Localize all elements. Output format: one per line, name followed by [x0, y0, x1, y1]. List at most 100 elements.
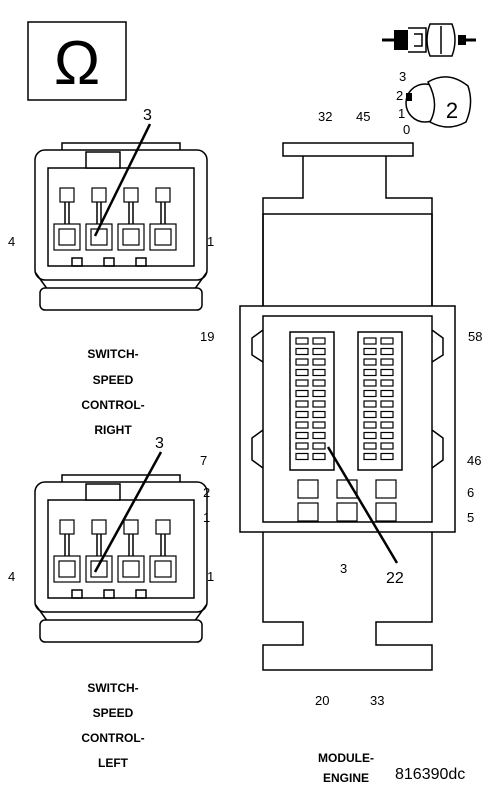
pin-latch — [59, 187, 75, 203]
pin-terminal — [154, 560, 172, 578]
module-pin-cavity — [380, 358, 394, 366]
pin-terminal — [90, 228, 108, 246]
module-pin-cavity — [312, 379, 326, 387]
connector-switch-speed-control-left — [34, 474, 208, 643]
module-pin-cavity — [312, 347, 326, 356]
module-pin-cavity — [380, 389, 394, 398]
module-pin-cavity — [312, 400, 326, 408]
module-pin-cavity — [312, 368, 326, 377]
pin-terminal — [58, 228, 76, 246]
module-pointer-label: 22 — [386, 570, 404, 587]
module-pin-6: 6 — [467, 485, 474, 500]
connector-left-pointer-label: 3 — [155, 435, 164, 452]
module-pin-cavity — [380, 337, 394, 345]
module-pin-cavity — [312, 442, 326, 450]
module-pin-cavity — [363, 421, 377, 429]
module-pin-cavity — [363, 431, 377, 440]
module-pointer — [326, 446, 399, 564]
pin-terminal — [122, 560, 140, 578]
module-pin-cavity — [363, 442, 377, 450]
module-pin-cavity — [363, 358, 377, 366]
ignition-key-icon: 3 2 1 0 2 — [396, 69, 472, 137]
module-pin-3: 3 — [340, 561, 347, 576]
svg-text:1: 1 — [398, 106, 405, 121]
caption-left-line-1: SWITCH- — [87, 681, 138, 695]
module-pin-cavity — [312, 421, 326, 429]
caption-right-line-4: RIGHT — [94, 423, 132, 437]
module-pin-cavity — [312, 358, 326, 366]
pin-latch — [155, 519, 171, 535]
module-pin-cavity — [295, 442, 309, 450]
module-pin-cavity — [363, 347, 377, 356]
module-pin-58: 58 — [468, 329, 482, 344]
module-pin-cavity — [295, 347, 309, 356]
module-pin-33: 33 — [370, 693, 384, 708]
pin-latch — [155, 187, 171, 203]
caption-module-line-2: ENGINE — [323, 771, 369, 785]
connector-icon — [382, 23, 476, 57]
module-pin-cavity — [295, 400, 309, 408]
pin-latch — [91, 519, 107, 535]
module-pin-cavity — [295, 337, 309, 345]
connector-left-pin-1: 1 — [207, 569, 214, 584]
pin-terminal — [122, 228, 140, 246]
module-pin-cavity — [380, 400, 394, 408]
module-pin-1: 1 — [203, 510, 210, 525]
caption-right-line-1: SWITCH- — [87, 347, 138, 361]
module-pin-cavity — [363, 452, 377, 461]
caption-left-line-2: SPEED — [93, 706, 134, 720]
module-pin-cavity — [295, 358, 309, 366]
pin-latch — [123, 187, 139, 203]
module-pin-cavity — [312, 452, 326, 461]
svg-text:0: 0 — [403, 122, 410, 137]
pin-terminal — [58, 560, 76, 578]
module-pin-cavity — [380, 379, 394, 387]
module-pin-20: 20 — [315, 693, 329, 708]
caption-right-line-2: SPEED — [93, 373, 134, 387]
module-pin-cavity — [295, 431, 309, 440]
module-pin-cavity — [295, 421, 309, 429]
module-pin-5: 5 — [467, 510, 474, 525]
svg-text:2: 2 — [396, 88, 403, 103]
module-pin-7: 7 — [200, 453, 207, 468]
connector-module-engine — [239, 142, 456, 671]
connector-left-pin-4: 4 — [8, 569, 15, 584]
module-pin-cavity — [363, 379, 377, 387]
module-pin-cavity — [363, 400, 377, 408]
connector-right-pointer — [93, 123, 152, 237]
module-pin-cavity — [363, 368, 377, 377]
module-pin-cavity — [363, 337, 377, 345]
pin-terminal — [90, 560, 108, 578]
ohmmeter-symbol: Ω — [27, 21, 127, 101]
module-pin-cavity — [380, 347, 394, 356]
ohm-icon: Ω — [54, 29, 100, 98]
pin-latch — [59, 519, 75, 535]
pin-terminal — [154, 228, 172, 246]
module-pin-45: 45 — [356, 109, 370, 124]
module-pin-cavity — [380, 421, 394, 429]
module-pin-cavity — [295, 368, 309, 377]
module-pin-32: 32 — [318, 109, 332, 124]
module-pin-cavity — [295, 389, 309, 398]
svg-text:3: 3 — [399, 69, 406, 84]
module-pin-cavity — [295, 410, 309, 419]
ignition-position-selected: 2 — [446, 98, 458, 123]
module-pin-cavity — [295, 452, 309, 461]
module-pin-cavity — [312, 410, 326, 419]
module-pin-cavity — [380, 442, 394, 450]
module-pin-19: 19 — [200, 329, 214, 344]
connector-right-pin-1: 1 — [207, 234, 214, 249]
connector-left-pointer — [93, 451, 163, 573]
module-pin-cavity — [380, 368, 394, 377]
connector-switch-speed-control-right — [34, 142, 208, 311]
figure-id: 816390dc — [395, 766, 465, 783]
caption-left-line-3: CONTROL- — [81, 731, 144, 745]
module-pin-cavity — [312, 389, 326, 398]
caption-module-line-1: MODULE- — [318, 751, 374, 765]
module-pin-46: 46 — [467, 453, 481, 468]
caption-left-line-4: LEFT — [98, 756, 129, 770]
module-pin-cavity — [363, 410, 377, 419]
module-pin-cavity — [312, 337, 326, 345]
module-pin-cavity — [312, 431, 326, 440]
